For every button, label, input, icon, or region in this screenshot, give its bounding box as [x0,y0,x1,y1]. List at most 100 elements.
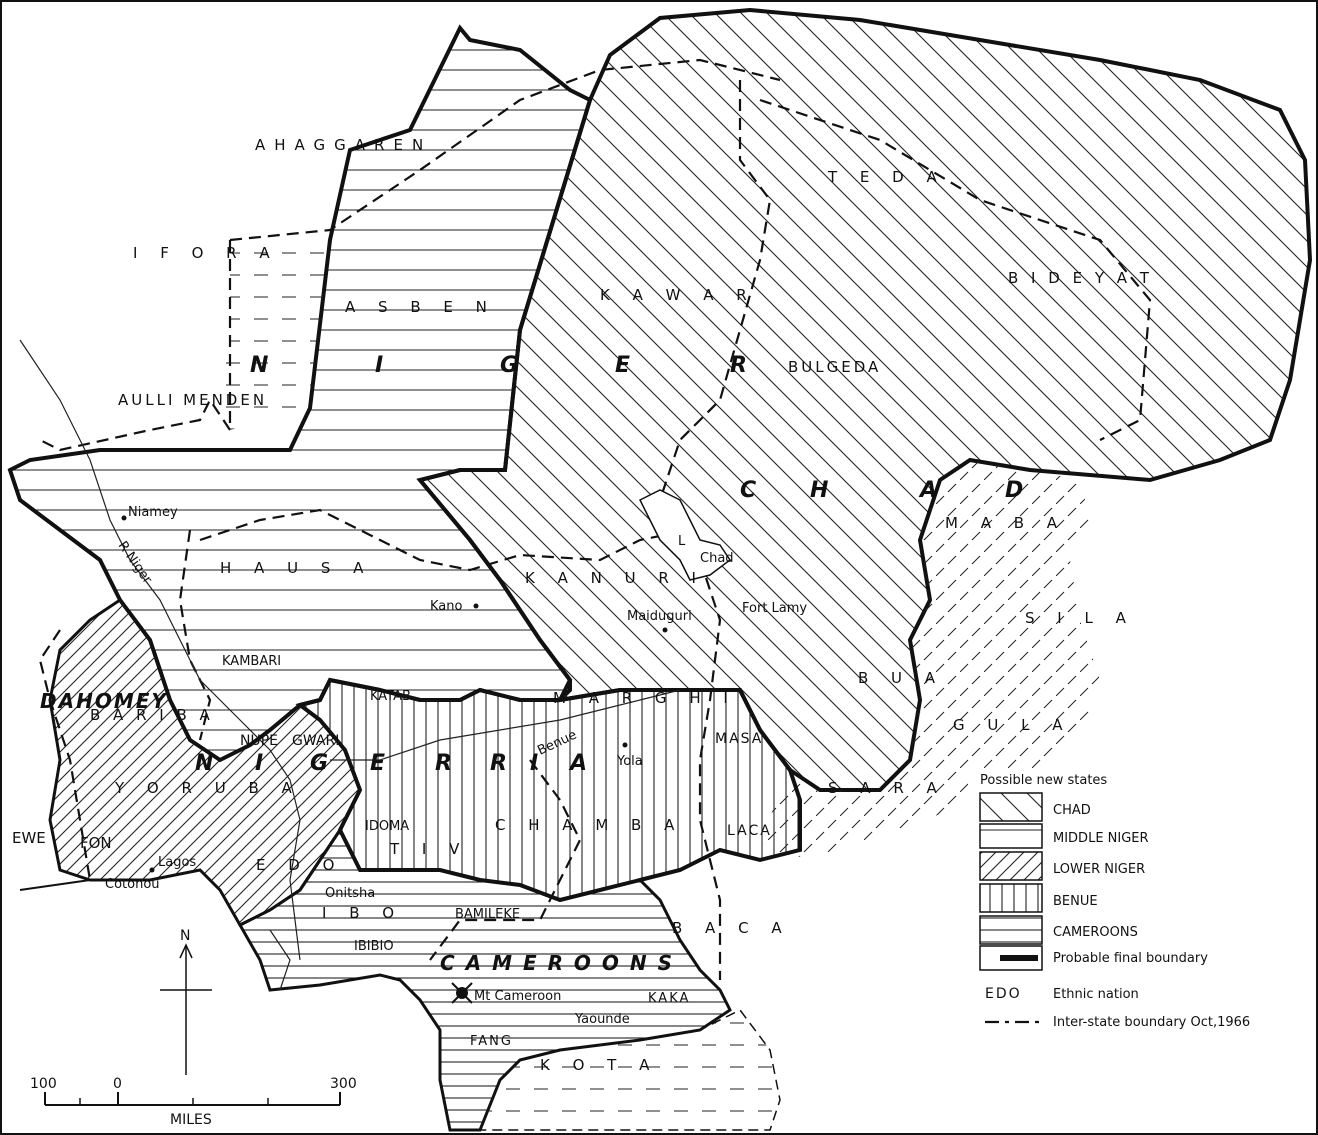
coastline [19,868,241,926]
north-arrow: N [160,928,212,1075]
svg-text:K A W A R: K A W A R [600,286,756,304]
region-kota-dashed [478,1009,781,1131]
svg-text:Fort Lamy: Fort Lamy [742,601,807,616]
svg-text:C: C [740,478,758,503]
svg-text:BAMILEKE: BAMILEKE [455,907,520,922]
svg-text:I: I [530,751,540,776]
legend-item-middle-niger: MIDDLE NIGER [1053,831,1149,846]
svg-text:M A R G H I: M A R G H I [553,689,737,707]
svg-text:FON: FON [80,834,112,852]
legend-item-chad: CHAD [1053,803,1091,818]
svg-text:G: G [500,353,520,378]
svg-text:Onitsha: Onitsha [325,886,375,901]
svg-text:K A N U R I: K A N U R I [525,569,705,587]
legend-item-interstate: Inter-state boundary Oct,1966 [1053,1015,1250,1030]
svg-text:B I D E Y A T: B I D E Y A T [1008,269,1153,287]
svg-text:Maiduguri: Maiduguri [627,609,692,624]
svg-text:M A B A: M A B A [945,514,1066,532]
legend-title: Possible new states [980,773,1107,788]
svg-text:I: I [375,353,385,378]
svg-text:I F O R A: I F O R A [133,244,279,262]
svg-text:IDOMA: IDOMA [365,819,409,834]
svg-text:KAKA: KAKA [648,991,690,1006]
svg-text:R: R [435,751,454,776]
svg-text:E: E [615,353,632,378]
svg-text:FANG: FANG [470,1034,513,1049]
legend-item-ethnic: Ethnic nation [1053,987,1139,1002]
svg-text:A S B E N: A S B E N [345,298,496,316]
svg-text:B A R I B A: B A R I B A [90,706,214,724]
svg-text:NUPE: NUPE [240,733,278,749]
legend-item-lower-niger: LOWER NIGER [1053,862,1145,877]
svg-text:Mt Cameroon: Mt Cameroon [474,989,561,1004]
svg-text:Y O R U B A: Y O R U B A [114,779,301,797]
svg-text:MASA: MASA [715,731,763,747]
svg-text:MILES: MILES [170,1112,212,1128]
svg-text:H: H [810,478,830,503]
svg-text:K O T A: K O T A [540,1056,658,1074]
svg-text:B A C A: B A C A [672,919,791,937]
svg-text:L: L [678,534,686,549]
interstate-boundaries [38,58,1152,980]
svg-text:N: N [250,353,270,378]
svg-text:AHAGGAREN: AHAGGAREN [255,136,432,154]
svg-text:I: I [255,751,265,776]
legend-item-cameroons: CAMEROONS [1053,925,1138,940]
svg-text:E: E [370,751,387,776]
svg-text:R: R [730,353,749,378]
svg-text:G: G [310,751,330,776]
svg-text:T E D A: T E D A [827,168,946,186]
scale-bar: 100 0 300 MILES [30,1076,357,1128]
svg-text:S A R A: S A R A [828,779,946,797]
svg-text:KAMBARI: KAMBARI [222,654,281,669]
svg-text:GWARI: GWARI [292,733,339,749]
rivers [19,339,681,991]
svg-text:B U A: B U A [858,669,944,687]
svg-text:300: 300 [330,1076,357,1092]
svg-text:C H A M B A: C H A M B A [495,816,683,834]
chad-country-label: C H A D [740,478,1025,503]
region-east-dashed [760,460,1100,860]
svg-text:EWE: EWE [12,829,46,847]
cameroons-country-label: C A M E R O O N S [440,951,674,975]
niger-country-label: N I G E R [250,353,749,378]
region-cameroons [237,827,732,1132]
legend-item-boundary: Probable final boundary [1053,951,1208,966]
region-ifora-asben [210,240,330,430]
svg-text:G U L A: G U L A [953,716,1072,734]
svg-text:H A U S A: H A U S A [220,559,372,577]
svg-text:100: 100 [30,1076,57,1092]
lake-chad [638,489,732,581]
svg-text:LACA: LACA [727,823,772,839]
nigeria-country-label: N I G E R R I A [195,751,589,776]
svg-text:T I V: T I V [389,840,468,858]
svg-text:R: R [490,751,509,776]
svg-text:IBIBIO: IBIBIO [354,939,394,954]
mt-cameroon-icon [451,982,473,1004]
legend-item-benue: BENUE [1053,894,1098,909]
svg-text:KATAB: KATAB [370,689,411,704]
svg-text:S I L A: S I L A [1025,609,1135,627]
svg-text:A: A [568,751,589,776]
legend: Possible new states CHAD MIDDLE NIGER LO… [968,770,1318,1135]
region-benue [295,677,802,903]
svg-text:A: A [918,478,939,503]
svg-text:Chad: Chad [700,551,734,566]
svg-text:BULGEDA: BULGEDA [788,358,881,376]
north-label: N [180,928,190,944]
dahomey-label: DAHOMEY [40,689,168,713]
svg-text:Lagos: Lagos [158,855,196,870]
ethnic-labels: AHAGGAREN I F O R A A S B E N AULLI MEND… [12,136,1153,1074]
svg-text:Niamey: Niamey [128,505,178,520]
svg-text:I B O: I B O [322,904,403,922]
legend-ethnic-sample: EDO [985,986,1022,1002]
svg-text:Cotonou: Cotonou [105,877,160,892]
svg-text:Yola: Yola [616,754,643,769]
svg-text:0: 0 [113,1076,122,1092]
svg-text:Yaounde: Yaounde [574,1012,630,1027]
svg-text:N: N [195,751,215,776]
svg-text:D: D [1005,478,1025,503]
svg-text:Kano: Kano [430,599,463,614]
svg-text:E D O: E D O [256,856,343,874]
